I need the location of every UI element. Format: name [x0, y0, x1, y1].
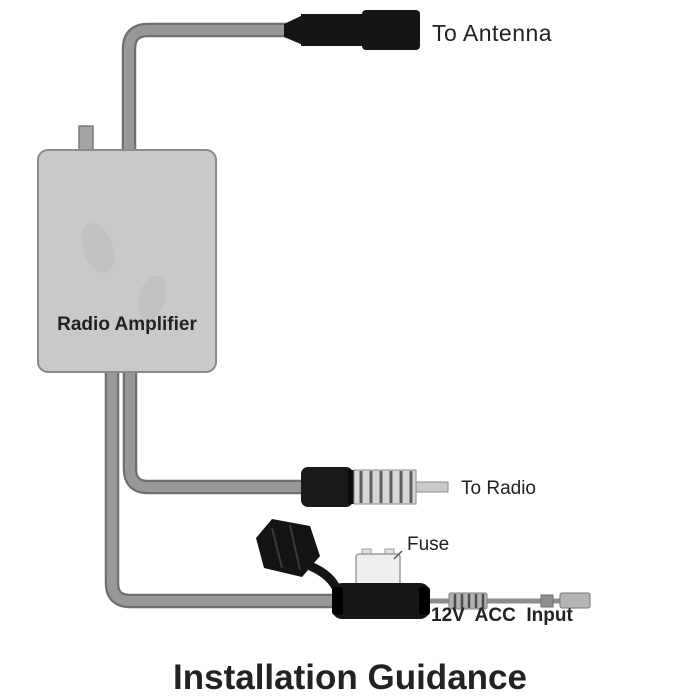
- fuse-assembly: [256, 519, 430, 619]
- power-lead-tail: [430, 592, 591, 610]
- inline-connector: [540, 594, 554, 608]
- radio-plug-ribbed-metal: [353, 469, 417, 505]
- diagram-title: Installation Guidance: [173, 658, 527, 697]
- power-wire: [104, 358, 342, 609]
- wire-sleeve: [448, 592, 488, 610]
- antenna-wire: [121, 22, 300, 165]
- fuse-holder-body: [332, 583, 430, 619]
- radio-plug-collar: [348, 470, 356, 504]
- box-watermark: [81, 223, 166, 321]
- amplifier-body: [37, 149, 217, 373]
- fuse-label: Fuse: [407, 534, 449, 555]
- radio-wire: [122, 358, 303, 495]
- radio-plug-ribs: [359, 471, 413, 503]
- radio-amplifier-label: Radio Amplifier: [57, 314, 197, 335]
- radio-plug-body: [301, 467, 353, 507]
- end-connector: [559, 592, 591, 609]
- fuse-pointer-line: [393, 550, 403, 560]
- acc-input-label: 12V ACC Input: [431, 605, 573, 626]
- to-radio-label: To Radio: [461, 478, 536, 499]
- to-radio-connector: [301, 467, 449, 507]
- antenna-plug: [284, 10, 420, 50]
- to-antenna-label: To Antenna: [432, 20, 552, 46]
- radio-plug-pin: [415, 481, 449, 493]
- radio-amplifier: Radio Amplifier: [37, 125, 217, 373]
- fuse-blade: [355, 548, 401, 588]
- fuse-cover-cap: [256, 519, 343, 594]
